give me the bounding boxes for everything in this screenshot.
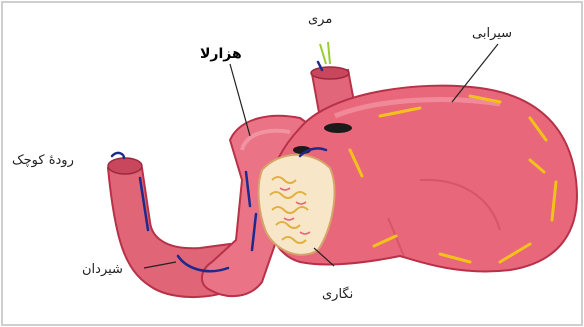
label-abomasum-top: هزارلا (200, 46, 242, 62)
opening-dark-1 (324, 123, 352, 133)
label-reticulum: نگاری (322, 287, 353, 302)
reticulum-shape (259, 155, 335, 255)
label-duodenum: شیردان (82, 262, 123, 277)
label-fundus: سیرابی (472, 26, 512, 41)
label-small-intestine: رودهٔ کوچک (12, 153, 74, 168)
label-esophagus: مری (308, 12, 332, 27)
